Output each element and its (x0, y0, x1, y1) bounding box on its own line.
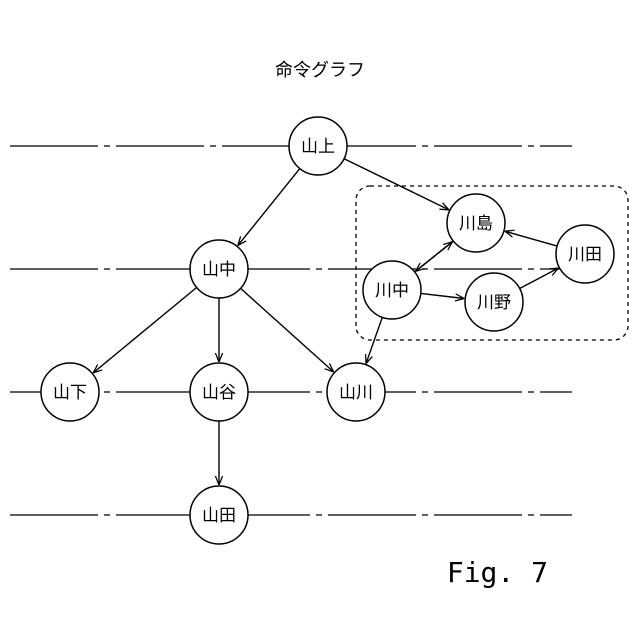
node-yamatani[interactable]: 山谷 (190, 363, 248, 421)
node-label-kawada: 川田 (568, 245, 602, 265)
edge-kawanaka-to-kawashima (415, 242, 453, 272)
node-label-yamada: 山田 (202, 506, 236, 526)
node-kawano[interactable]: 川野 (465, 273, 523, 331)
nodes: 山上 山中 山下 山谷 山川 山田 川島 川中 (41, 117, 614, 544)
node-kawashima[interactable]: 川島 (447, 194, 505, 252)
node-yamanaka[interactable]: 山中 (190, 240, 248, 298)
node-label-yamanaka: 山中 (202, 260, 236, 280)
edge-yamanaka-to-yamakawa (241, 288, 334, 372)
node-label-yamatani: 山谷 (202, 383, 236, 403)
edge-kawano-to-kawada (520, 268, 559, 289)
node-yamakawa[interactable]: 山川 (327, 363, 385, 421)
figure-label: Fig. 7 (447, 556, 548, 589)
edge-kawanaka-to-kawano (421, 293, 464, 298)
node-label-yamashita: 山下 (53, 383, 87, 403)
edge-yamanaka-to-yamashita (93, 288, 197, 373)
node-yamashita[interactable]: 山下 (41, 363, 99, 421)
node-kawanaka[interactable]: 川中 (363, 261, 421, 319)
node-kawada[interactable]: 川田 (556, 225, 614, 283)
edge-yamakami-to-kawashima (344, 159, 449, 210)
node-label-kawanaka: 川中 (375, 281, 409, 301)
node-label-yamakami: 山上 (301, 137, 335, 157)
node-label-yamakawa: 山川 (339, 383, 373, 403)
node-yamakami[interactable]: 山上 (289, 117, 347, 175)
node-label-kawano: 川野 (477, 293, 511, 313)
diagram-title: 命令グラフ (275, 60, 365, 81)
edge-kawada-to-kawashima (505, 231, 557, 246)
edge-yamakami-to-yamanaka (238, 169, 300, 246)
node-label-kawashima: 川島 (459, 214, 493, 234)
node-yamada[interactable]: 山田 (190, 486, 248, 544)
